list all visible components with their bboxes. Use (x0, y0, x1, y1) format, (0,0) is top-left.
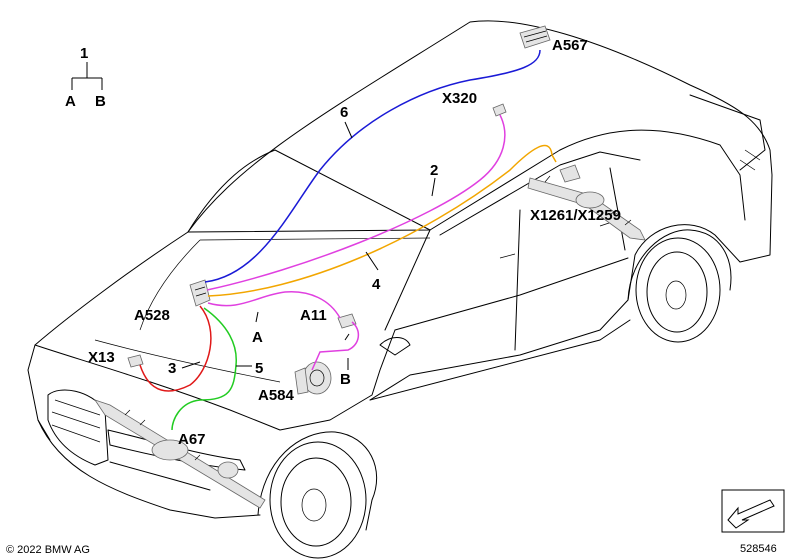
wire-b (311, 321, 360, 371)
wire-2 (206, 114, 506, 291)
label-a567: A567 (552, 37, 588, 54)
label-a: A (252, 329, 263, 346)
label-a584: A584 (258, 387, 295, 404)
connector-x13 (127, 354, 144, 368)
legend-left: A (65, 93, 76, 110)
wire-a (207, 291, 341, 319)
label-x320: X320 (442, 90, 477, 107)
back-arrow-icon[interactable] (721, 489, 785, 533)
legend-top: 1 (80, 45, 88, 62)
label-2: 2 (430, 162, 438, 179)
wire-3 (139, 305, 212, 392)
wire-6 (204, 49, 541, 283)
pump-a584 (294, 361, 332, 395)
components (94, 25, 646, 509)
copyright-text: © 2022 BMW AG (6, 544, 90, 556)
connector-x320 (492, 103, 507, 117)
label-b: B (340, 371, 351, 388)
diagram-number: 528546 (740, 543, 777, 555)
module-a567 (519, 25, 551, 49)
label-a528: A528 (134, 307, 170, 324)
wire-4 (207, 144, 557, 297)
wires (139, 49, 557, 431)
labels: 1 A B A567 X320 6 2 X1261/X1259 4 A528 A… (65, 37, 621, 448)
wire-5 (171, 307, 237, 431)
label-3: 3 (168, 360, 176, 377)
module-a11 (337, 313, 357, 329)
label-5: 5 (255, 360, 263, 377)
module-a528 (189, 279, 211, 307)
rear-axle-module (527, 164, 646, 241)
label-x1261: X1261/X1259 (530, 207, 621, 224)
label-x13: X13 (88, 349, 115, 366)
leader-lines (71, 62, 436, 370)
label-6: 6 (340, 104, 348, 121)
label-a11: A11 (300, 307, 327, 324)
legend-right: B (95, 93, 106, 110)
label-a67: A67 (178, 431, 206, 448)
car-outline (27, 20, 773, 559)
label-4: 4 (372, 276, 381, 293)
steering-rack (94, 399, 266, 509)
